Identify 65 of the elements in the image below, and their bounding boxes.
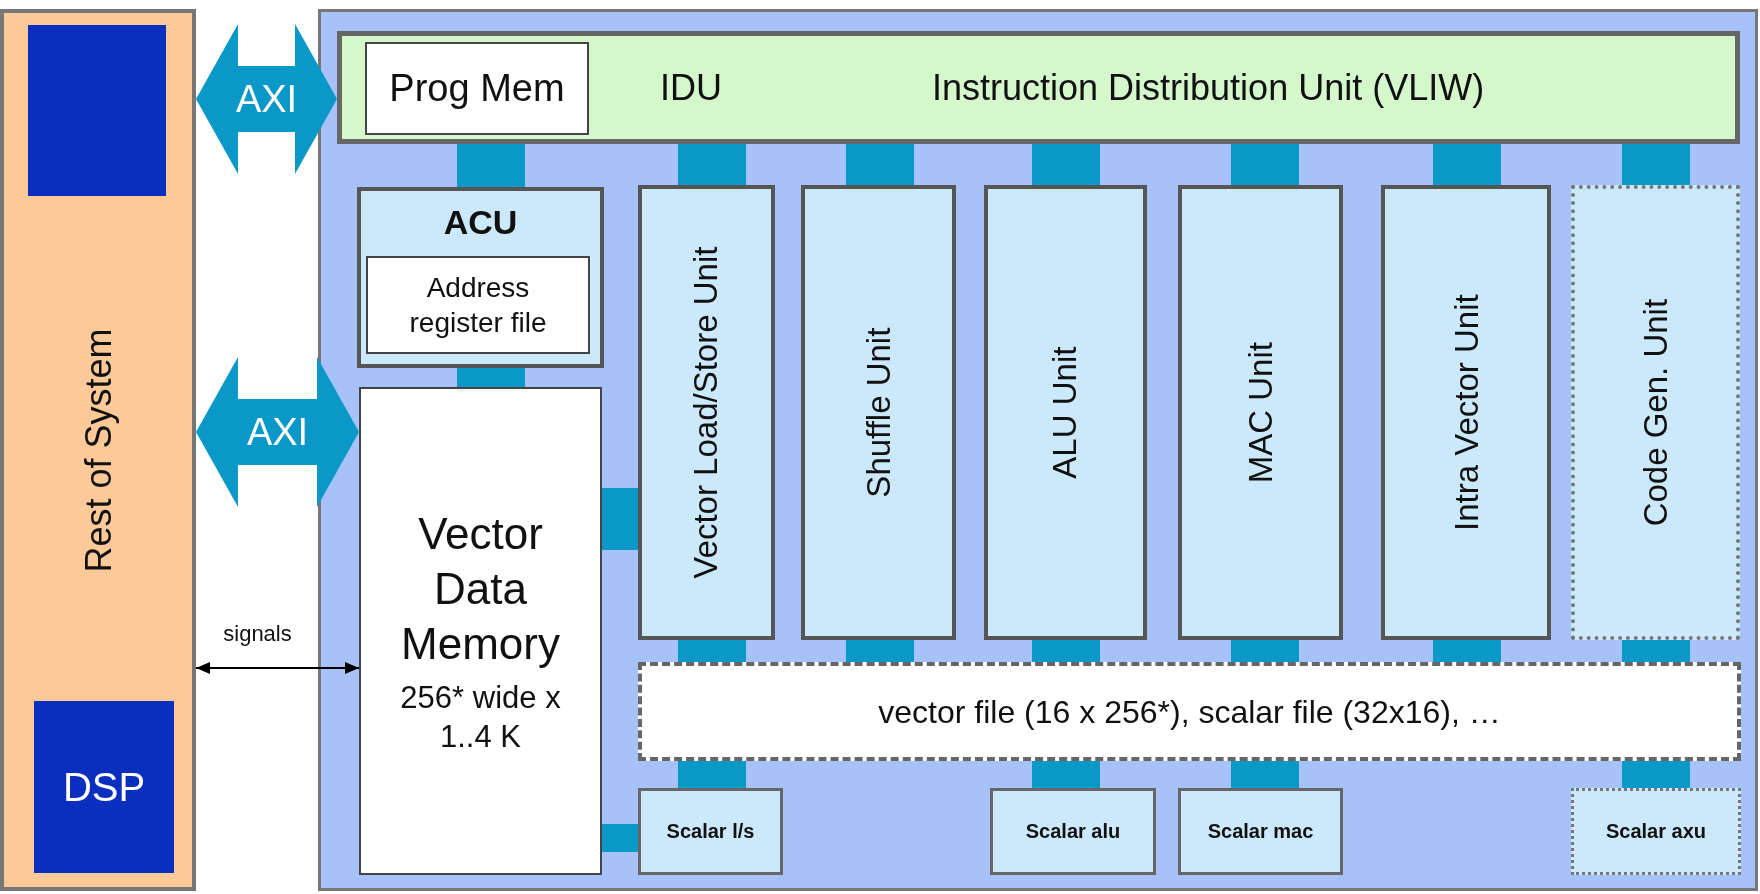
unit-block: [1178, 185, 1343, 640]
memory-block: [365, 42, 589, 135]
node-label: Scalar mac: [1207, 819, 1314, 844]
node-label: ALU Unit: [1045, 346, 1085, 479]
node-label: MAC Unit: [1240, 341, 1280, 484]
connector-bar: [1032, 640, 1100, 662]
scalar-block: [990, 788, 1156, 875]
register-file-block: [638, 662, 1741, 761]
connector-bar: [846, 144, 914, 185]
unit-block: [984, 185, 1147, 640]
unit-block: [801, 185, 956, 640]
processor-panel: [318, 9, 1758, 891]
node-label: Scalar axu: [1605, 819, 1707, 844]
connector-bar: [1433, 640, 1501, 662]
node-label: Scalar l/s: [666, 819, 755, 844]
connector-bar: [457, 368, 525, 387]
memory-block: [359, 387, 602, 875]
connector-bar: [678, 761, 746, 788]
connector-bar: [1231, 761, 1299, 788]
unit-block: [1381, 185, 1551, 640]
connector-bar: [602, 824, 638, 852]
node-label: Vector Load/Store Unit: [686, 246, 726, 579]
node-label: Intra Vector Unit: [1446, 294, 1486, 531]
connector-bar: [1231, 144, 1299, 185]
scalar-block: [638, 788, 783, 875]
processor-block: [28, 25, 166, 196]
node-label: DSP: [62, 764, 146, 811]
unit-abbreviation: IDU: [660, 66, 722, 110]
system-panel: [0, 9, 196, 891]
node-label: Address register file: [408, 271, 548, 340]
connector-bar: [457, 144, 525, 187]
distribution-bar: [337, 31, 1740, 144]
connector-bar: [678, 144, 746, 185]
connector-bar: [678, 640, 746, 662]
node-label: ACU: [443, 202, 518, 243]
node-label: Code Gen. Unit: [1635, 298, 1675, 527]
double-arrow: [195, 662, 360, 674]
node-label: Instruction Distribution Unit (VLIW): [932, 66, 1485, 110]
connector-bar: [1032, 144, 1100, 185]
connector-bar: [1433, 144, 1501, 185]
node-label: vector file (16 x 256*), scalar file (32x16), …: [878, 692, 1501, 732]
node-label: Shuffle Unit: [858, 327, 898, 498]
double-arrow: [196, 24, 337, 174]
connector-bar: [1622, 640, 1690, 662]
connector-bar: [602, 488, 638, 550]
node-label: Vector Data Memory: [400, 507, 561, 670]
edge-label: AXI: [234, 77, 299, 121]
unit-block: [638, 185, 775, 640]
connector-bar: [1622, 761, 1690, 788]
connector-bar: [1032, 761, 1100, 788]
edge-label: AXI: [245, 410, 310, 454]
processor-block: [34, 701, 174, 873]
unit-block: [1571, 185, 1740, 640]
connector-bar: [1231, 640, 1299, 662]
node-label: Rest of System: [76, 327, 120, 573]
scalar-block: [1178, 788, 1343, 875]
scalar-block: [1571, 788, 1741, 875]
node-label: Prog Mem: [389, 65, 565, 111]
unit-block: [357, 187, 604, 368]
connector-bar: [1622, 144, 1690, 185]
register-block: [366, 256, 590, 354]
connector-bar: [846, 640, 914, 662]
node-label: Scalar alu: [1025, 819, 1121, 844]
double-arrow: [196, 357, 359, 507]
node-label: 256* wide x 1..4 K: [399, 678, 562, 756]
